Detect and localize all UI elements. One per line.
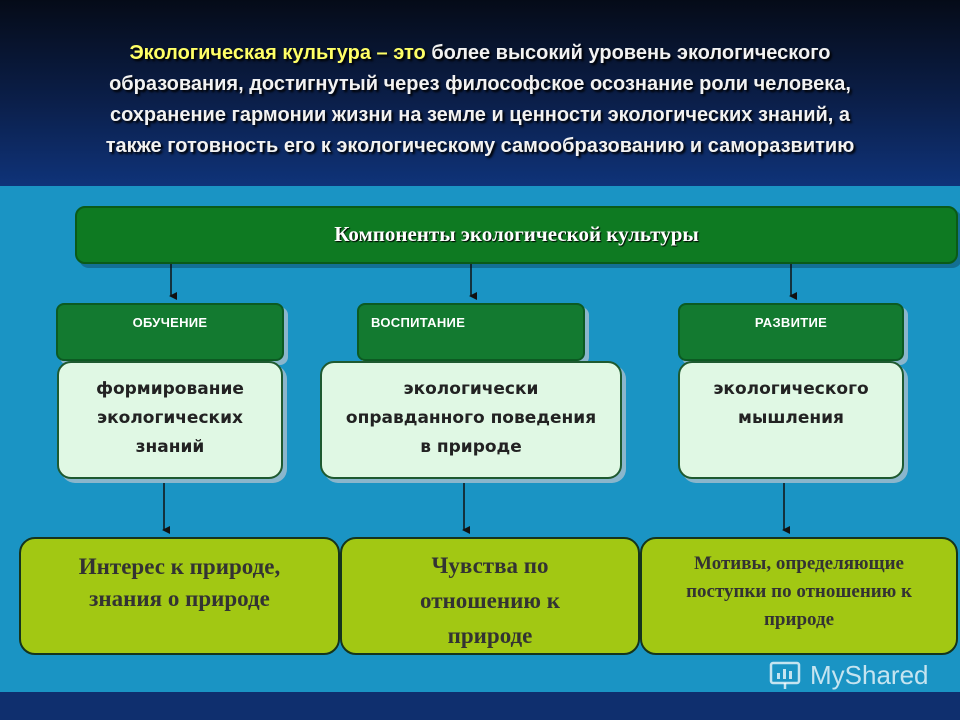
- definition-dash: – это: [371, 42, 432, 64]
- result-2-line-3: природе: [447, 623, 533, 648]
- description-2-line-3: в природе: [420, 437, 522, 457]
- result-2-line-1: Чувства по: [431, 553, 549, 578]
- definition-line-4: также готовность его к экологическому са…: [105, 135, 855, 157]
- result-1-line-1: Интерес к природе,: [78, 554, 281, 579]
- category-vospitanie: ВОСПИТАНИЕ: [357, 303, 585, 361]
- bottom-band: [0, 692, 960, 720]
- result-3-line-2: поступки по отношению к: [686, 581, 912, 602]
- result-1-line-2: знания о природе: [89, 586, 270, 611]
- components-title-box: Компоненты экологической культуры: [75, 206, 958, 264]
- definition-term: Экологическая культура: [129, 42, 371, 64]
- result-3-line-1: Мотивы, определяющие: [694, 553, 904, 574]
- description-box-1: формирование экологических знаний: [57, 361, 283, 479]
- definition-line-3: сохранение гармонии жизни на земле и цен…: [109, 104, 851, 126]
- description-box-2: экологически оправданного поведения в пр…: [320, 361, 622, 479]
- definition-line-1: Экологическая культура – это более высок…: [40, 38, 920, 69]
- category-razvitie: РАЗВИТИЕ: [678, 303, 904, 361]
- description-3-line-2: мышления: [738, 408, 844, 428]
- category-obuchenie: ОБУЧЕНИЕ: [56, 303, 284, 361]
- description-box-3: экологического мышления: [678, 361, 904, 479]
- description-2-line-2: оправданного поведения: [345, 408, 597, 428]
- description-2-line-1: экологически: [403, 379, 539, 399]
- result-2-line-2: отношению к: [420, 588, 560, 613]
- description-1-line-1: формирование: [96, 379, 244, 399]
- description-3-line-1: экологического: [713, 379, 869, 399]
- definition-text: Экологическая культура – это более высок…: [40, 38, 920, 162]
- definition-line-2: образования, достигнутый через философск…: [109, 73, 851, 95]
- presentation-icon: [769, 661, 801, 689]
- definition-line-1-rest: более высокий уровень экологического: [431, 42, 831, 64]
- watermark-text: MyShared: [810, 659, 929, 690]
- description-1-line-2: экологических: [97, 408, 243, 428]
- title-band: [0, 0, 960, 186]
- result-box-3: Мотивы, определяющие поступки по отношен…: [640, 537, 958, 655]
- result-box-1: Интерес к природе, знания о природе: [19, 537, 340, 655]
- myshared-watermark: MyShared: [768, 655, 948, 695]
- description-1-line-3: знаний: [135, 437, 205, 457]
- result-3-line-3: природе: [763, 609, 835, 630]
- result-box-2: Чувства по отношению к природе: [340, 537, 640, 655]
